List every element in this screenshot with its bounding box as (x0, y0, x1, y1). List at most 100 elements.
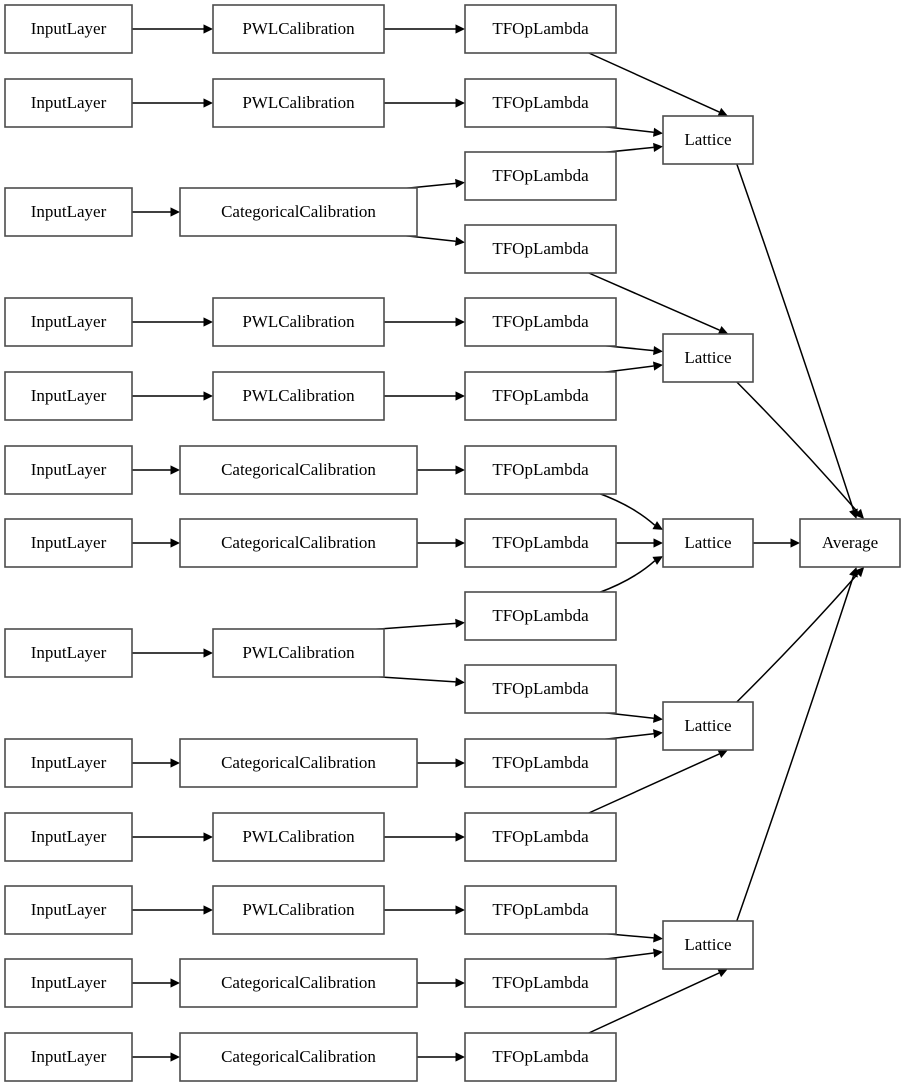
node-box[interactable] (662, 115, 754, 165)
node-box[interactable] (662, 333, 754, 383)
node-box[interactable] (464, 297, 617, 347)
node-box[interactable] (212, 812, 385, 862)
node-box[interactable] (662, 920, 754, 970)
node-box[interactable] (212, 297, 385, 347)
edge-inputlayer-to-pwlcalibration (132, 391, 213, 401)
node-tfoplambda[interactable]: TFOpLambda (464, 958, 617, 1008)
node-box[interactable] (4, 628, 133, 678)
node-box[interactable] (179, 958, 418, 1008)
node-tfoplambda[interactable]: TFOpLambda (464, 224, 617, 274)
node-box[interactable] (464, 224, 617, 274)
node-pwlcalibration[interactable]: PWLCalibration (212, 78, 385, 128)
node-box[interactable] (464, 371, 617, 421)
node-box[interactable] (464, 445, 617, 495)
node-lattice[interactable]: Lattice (662, 518, 754, 568)
node-box[interactable] (4, 738, 133, 788)
node-inputlayer[interactable]: InputLayer (4, 1032, 133, 1082)
node-lattice[interactable]: Lattice (662, 333, 754, 383)
node-box[interactable] (464, 4, 617, 54)
node-box[interactable] (4, 297, 133, 347)
node-box[interactable] (4, 445, 133, 495)
node-box[interactable] (4, 1032, 133, 1082)
node-box[interactable] (179, 738, 418, 788)
node-pwlcalibration[interactable]: PWLCalibration (212, 812, 385, 862)
node-inputlayer[interactable]: InputLayer (4, 628, 133, 678)
node-box[interactable] (4, 78, 133, 128)
edge-line (597, 560, 656, 594)
edge-pwlcalibration-to-tfoplambda (384, 391, 465, 401)
arrowhead-icon (653, 729, 663, 739)
node-box[interactable] (662, 701, 754, 751)
node-inputlayer[interactable]: InputLayer (4, 187, 133, 237)
node-tfoplambda[interactable]: TFOpLambda (464, 297, 617, 347)
node-box[interactable] (179, 187, 418, 237)
node-pwlcalibration[interactable]: PWLCalibration (212, 885, 385, 935)
node-box[interactable] (662, 518, 754, 568)
node-pwlcalibration[interactable]: PWLCalibration (212, 628, 385, 678)
node-inputlayer[interactable]: InputLayer (4, 371, 133, 421)
node-box[interactable] (4, 187, 133, 237)
node-lattice[interactable]: Lattice (662, 920, 754, 970)
node-categoricalcalibration[interactable]: CategoricalCalibration (179, 958, 418, 1008)
node-lattice[interactable]: Lattice (662, 701, 754, 751)
node-inputlayer[interactable]: InputLayer (4, 297, 133, 347)
node-pwlcalibration[interactable]: PWLCalibration (212, 4, 385, 54)
node-box[interactable] (799, 518, 901, 568)
node-tfoplambda[interactable]: TFOpLambda (464, 812, 617, 862)
arrowhead-icon (455, 978, 465, 988)
node-tfoplambda[interactable]: TFOpLambda (464, 664, 617, 714)
node-tfoplambda[interactable]: TFOpLambda (464, 371, 617, 421)
node-inputlayer[interactable]: InputLayer (4, 445, 133, 495)
node-box[interactable] (464, 518, 617, 568)
node-inputlayer[interactable]: InputLayer (4, 4, 133, 54)
node-box[interactable] (212, 885, 385, 935)
node-inputlayer[interactable]: InputLayer (4, 78, 133, 128)
node-categoricalcalibration[interactable]: CategoricalCalibration (179, 187, 418, 237)
node-box[interactable] (179, 1032, 418, 1082)
node-inputlayer[interactable]: InputLayer (4, 518, 133, 568)
node-box[interactable] (212, 4, 385, 54)
node-box[interactable] (4, 885, 133, 935)
node-inputlayer[interactable]: InputLayer (4, 958, 133, 1008)
node-box[interactable] (464, 591, 617, 641)
node-box[interactable] (212, 371, 385, 421)
node-tfoplambda[interactable]: TFOpLambda (464, 738, 617, 788)
node-box[interactable] (4, 371, 133, 421)
node-tfoplambda[interactable]: TFOpLambda (464, 885, 617, 935)
node-box[interactable] (464, 885, 617, 935)
node-categoricalcalibration[interactable]: CategoricalCalibration (179, 445, 418, 495)
node-categoricalcalibration[interactable]: CategoricalCalibration (179, 738, 418, 788)
node-box[interactable] (464, 738, 617, 788)
node-box[interactable] (212, 78, 385, 128)
node-box[interactable] (4, 4, 133, 54)
node-box[interactable] (179, 445, 418, 495)
node-box[interactable] (212, 628, 385, 678)
node-box[interactable] (464, 958, 617, 1008)
node-categoricalcalibration[interactable]: CategoricalCalibration (179, 518, 418, 568)
node-inputlayer[interactable]: InputLayer (4, 812, 133, 862)
node-average[interactable]: Average (799, 518, 901, 568)
node-lattice[interactable]: Lattice (662, 115, 754, 165)
node-box[interactable] (464, 812, 617, 862)
node-inputlayer[interactable]: InputLayer (4, 738, 133, 788)
node-pwlcalibration[interactable]: PWLCalibration (212, 371, 385, 421)
node-box[interactable] (464, 151, 617, 201)
node-tfoplambda[interactable]: TFOpLambda (464, 591, 617, 641)
node-box[interactable] (4, 518, 133, 568)
node-label: TFOpLambda (492, 679, 589, 698)
node-tfoplambda[interactable]: TFOpLambda (464, 1032, 617, 1082)
node-box[interactable] (464, 78, 617, 128)
node-tfoplambda[interactable]: TFOpLambda (464, 445, 617, 495)
node-tfoplambda[interactable]: TFOpLambda (464, 151, 617, 201)
node-tfoplambda[interactable]: TFOpLambda (464, 78, 617, 128)
node-pwlcalibration[interactable]: PWLCalibration (212, 297, 385, 347)
node-tfoplambda[interactable]: TFOpLambda (464, 518, 617, 568)
node-box[interactable] (4, 812, 133, 862)
node-box[interactable] (464, 664, 617, 714)
node-box[interactable] (4, 958, 133, 1008)
node-box[interactable] (464, 1032, 617, 1082)
node-tfoplambda[interactable]: TFOpLambda (464, 4, 617, 54)
node-inputlayer[interactable]: InputLayer (4, 885, 133, 935)
node-box[interactable] (179, 518, 418, 568)
node-categoricalcalibration[interactable]: CategoricalCalibration (179, 1032, 418, 1082)
